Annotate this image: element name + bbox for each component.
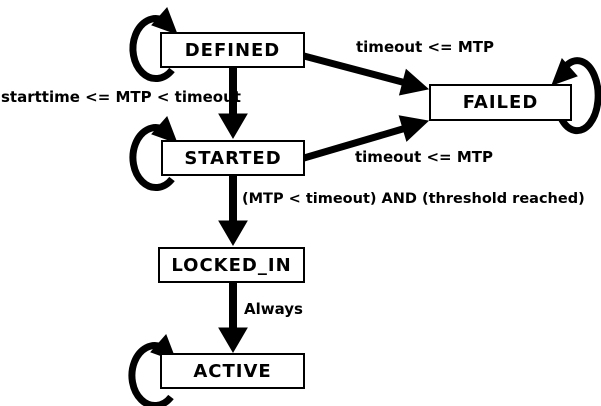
self-loop-failed-arrowhead xyxy=(551,58,578,86)
edge-defined-failed-arrowhead xyxy=(398,68,430,96)
edge-label-started-lockedin: (MTP < timeout) AND (threshold reached) xyxy=(242,191,585,207)
state-defined: DEFINED xyxy=(160,32,305,68)
edge-label-lockedin-active: Always xyxy=(244,300,303,318)
state-active: ACTIVE xyxy=(160,353,305,389)
edge-label-started-failed: timeout <= MTP xyxy=(355,148,494,166)
edge-started-failed xyxy=(303,124,407,162)
state-failed: FAILED xyxy=(429,84,572,121)
self-loop-started xyxy=(129,124,175,192)
state-failed-label: FAILED xyxy=(462,92,539,113)
state-locked-in: LOCKED_IN xyxy=(158,247,305,283)
self-loop-defined xyxy=(129,15,175,83)
state-defined-label: DEFINED xyxy=(184,39,281,61)
edge-defined-started-arrowhead xyxy=(218,113,248,139)
edge-lockedin-active-arrowhead xyxy=(218,327,248,353)
state-started-label: STARTED xyxy=(184,147,282,169)
self-loop-active xyxy=(128,342,174,406)
edge-started-failed-arrowhead xyxy=(398,115,430,142)
edge-label-defined-started: starttime <= MTP < timeout xyxy=(1,88,241,106)
edge-label-defined-failed: timeout <= MTP xyxy=(356,38,495,56)
self-loop-defined-arrowhead xyxy=(151,7,178,35)
state-active-label: ACTIVE xyxy=(193,360,272,382)
self-loop-started-arrowhead xyxy=(151,116,178,144)
edge-started-lockedin-arrowhead xyxy=(218,220,248,246)
state-started: STARTED xyxy=(161,140,305,176)
edge-defined-failed xyxy=(303,52,407,87)
self-loop-failed xyxy=(557,57,601,135)
state-locked-in-label: LOCKED_IN xyxy=(171,254,292,276)
